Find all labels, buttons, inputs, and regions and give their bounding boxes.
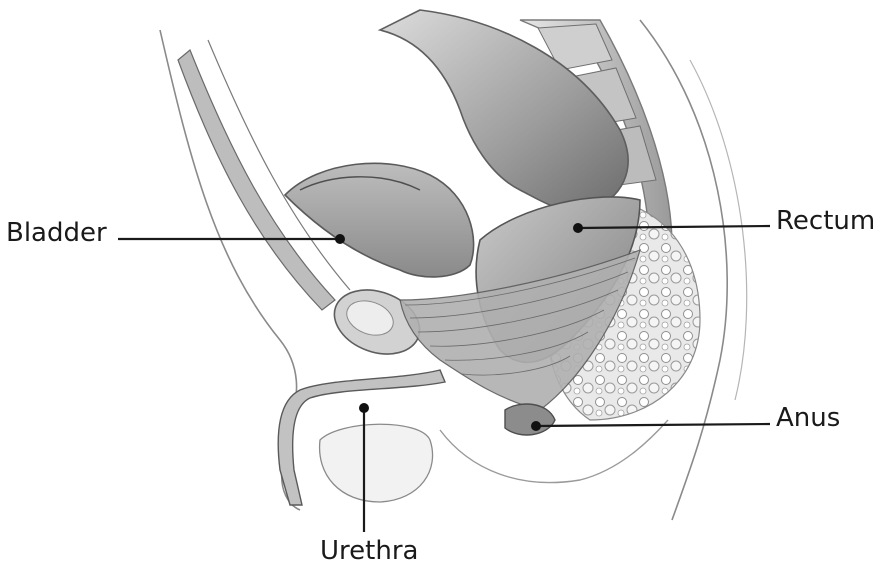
scrotum [320,424,433,502]
dot-rectum [573,223,583,233]
body-outline-back-2 [690,60,747,400]
buttock-outline [440,420,668,483]
dot-urethra [359,403,369,413]
dot-bladder [335,234,345,244]
label-bladder: Bladder [6,218,107,248]
label-urethra: Urethra [320,536,418,566]
dot-anus [531,421,541,431]
label-rectum: Rectum [776,206,875,236]
label-anus: Anus [776,403,840,433]
anus-organ [505,404,555,435]
leader-anus [536,424,770,426]
bladder-organ [285,163,474,277]
